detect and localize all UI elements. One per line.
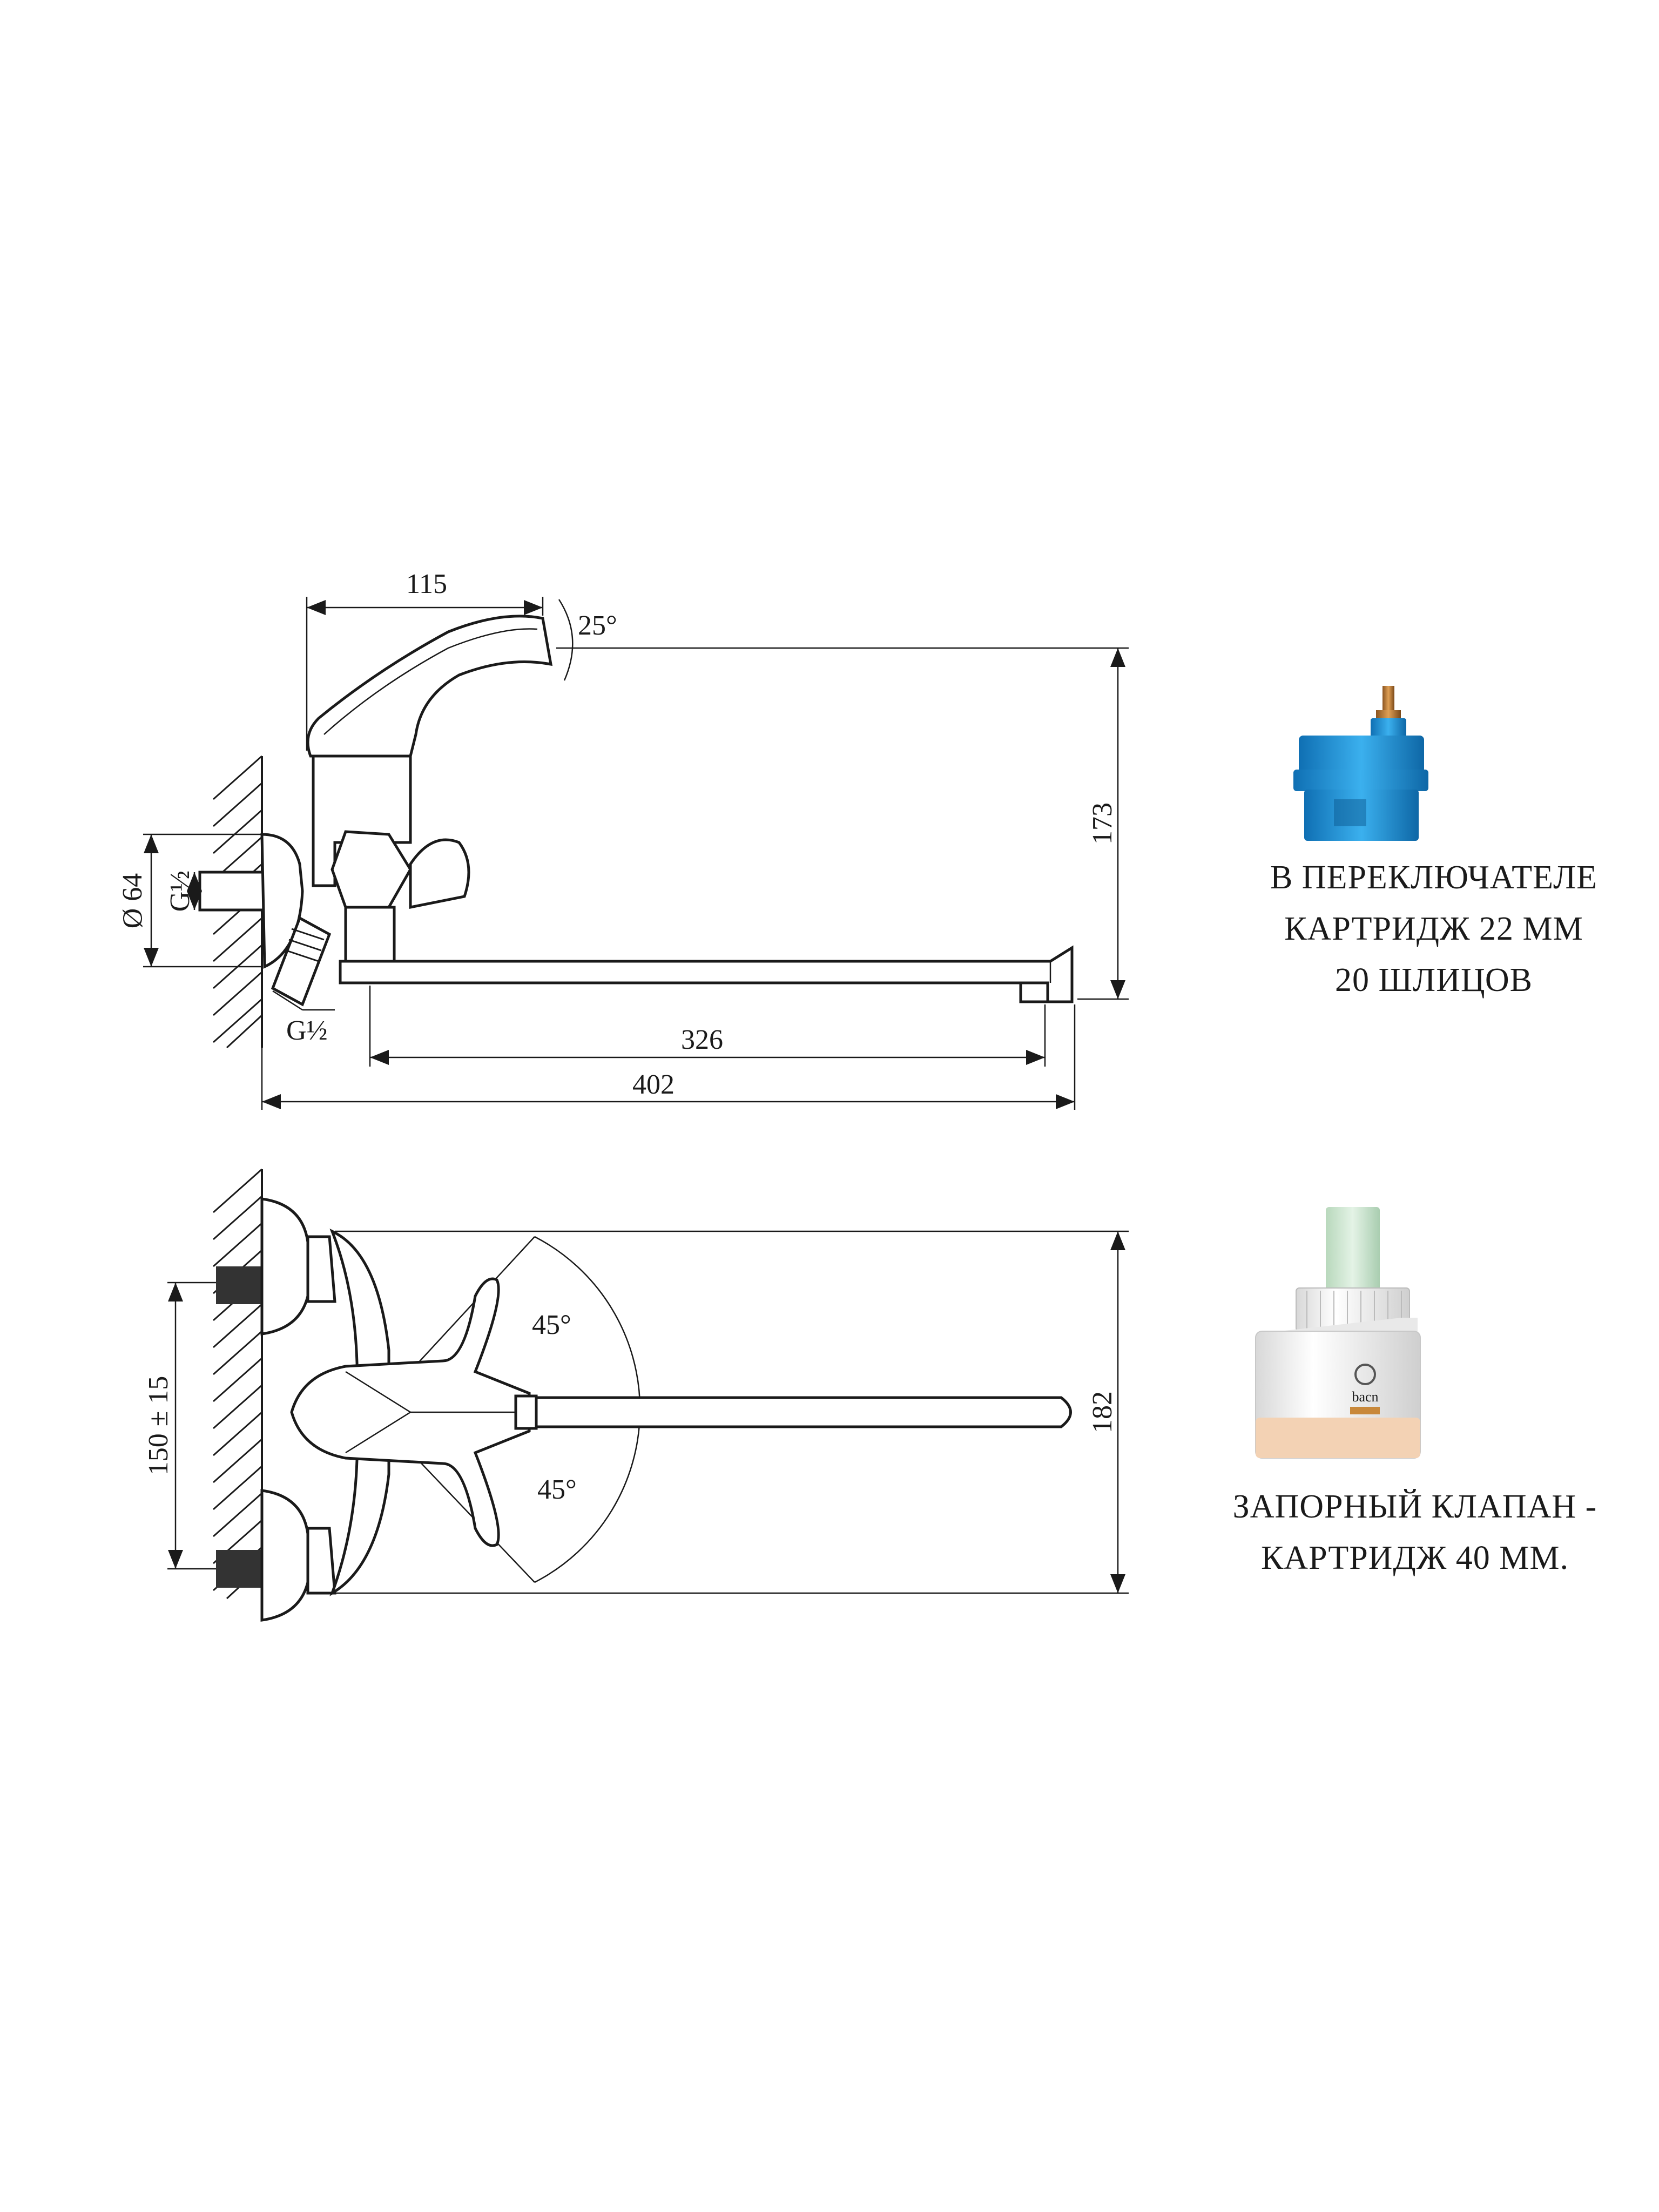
dim-handle-angle-label: 25° [578, 610, 617, 641]
dim-handle-angle: 25° [558, 599, 617, 681]
cartridge-22mm-caption-line3: 20 ШЛИЦОВ [1335, 962, 1533, 999]
top-view: 45° 45° 150 ± 15 182 [143, 1168, 1129, 1622]
diverter-lever [409, 838, 470, 909]
dim-width: 182 [335, 1230, 1129, 1594]
dim-total-length: 402 [261, 1004, 1076, 1110]
side-view: 115 25° 173 Ø 64 G½ G½ [117, 569, 1129, 1110]
dim-inlet-spacing: 150 ± 15 [143, 1282, 216, 1570]
flange-upper [260, 1197, 309, 1336]
dim-width-label: 182 [1087, 1391, 1118, 1433]
cartridge-22mm-caption-line1: В ПЕРЕКЛЮЧАТЕЛЕ [1270, 859, 1597, 896]
dim-flange-diameter: Ø 64 [117, 833, 262, 968]
dim-flange-diameter-label: Ø 64 [117, 873, 148, 929]
dim-height-label: 173 [1087, 802, 1118, 845]
dim-angle-upper-label: 45° [532, 1310, 571, 1340]
spout-top [517, 1396, 1072, 1428]
dim-thread-top: G½ [165, 871, 202, 912]
inlet-upper [216, 1266, 265, 1304]
cartridge-40mm-caption-line2: КАРТРИДЖ 40 ММ. [1261, 1540, 1569, 1576]
dim-angle-lower-label: 45° [537, 1474, 577, 1505]
dim-handle-length: 115 [306, 569, 544, 751]
dim-spout-length: 326 [369, 986, 1046, 1067]
dim-thread-top-label: G½ [165, 871, 195, 912]
dim-thread-bottom-label: G½ [286, 1015, 328, 1046]
flange-lower [260, 1489, 309, 1622]
handle-lever [306, 615, 553, 758]
dim-handle-length-label: 115 [406, 569, 447, 599]
dim-total-length-label: 402 [632, 1069, 675, 1100]
cartridge-40mm-caption-line1: ЗАПОРНЫЙ КЛАПАН - [1233, 1488, 1597, 1525]
cartridge-40mm-photo: bacn [1255, 1207, 1421, 1459]
dim-spout-length-label: 326 [681, 1024, 723, 1055]
inlet-lower [216, 1550, 265, 1588]
flange [260, 833, 304, 969]
inlet-pipe [198, 871, 266, 912]
cartridge-40mm-brand-mark: bacn [1352, 1389, 1378, 1405]
cartridge-22mm-caption-line2: КАРТРИДЖ 22 ММ [1284, 911, 1583, 947]
wall-top [213, 1168, 263, 1600]
dim-height: 173 [556, 647, 1129, 1000]
dim-thread-bottom: G½ [272, 990, 335, 1046]
cartridge-22mm-photo [1293, 686, 1428, 841]
eccentric [271, 916, 332, 1007]
spout [339, 945, 1074, 1003]
lower-body [344, 906, 396, 963]
dim-inlet-spacing-label: 150 ± 15 [143, 1376, 174, 1476]
